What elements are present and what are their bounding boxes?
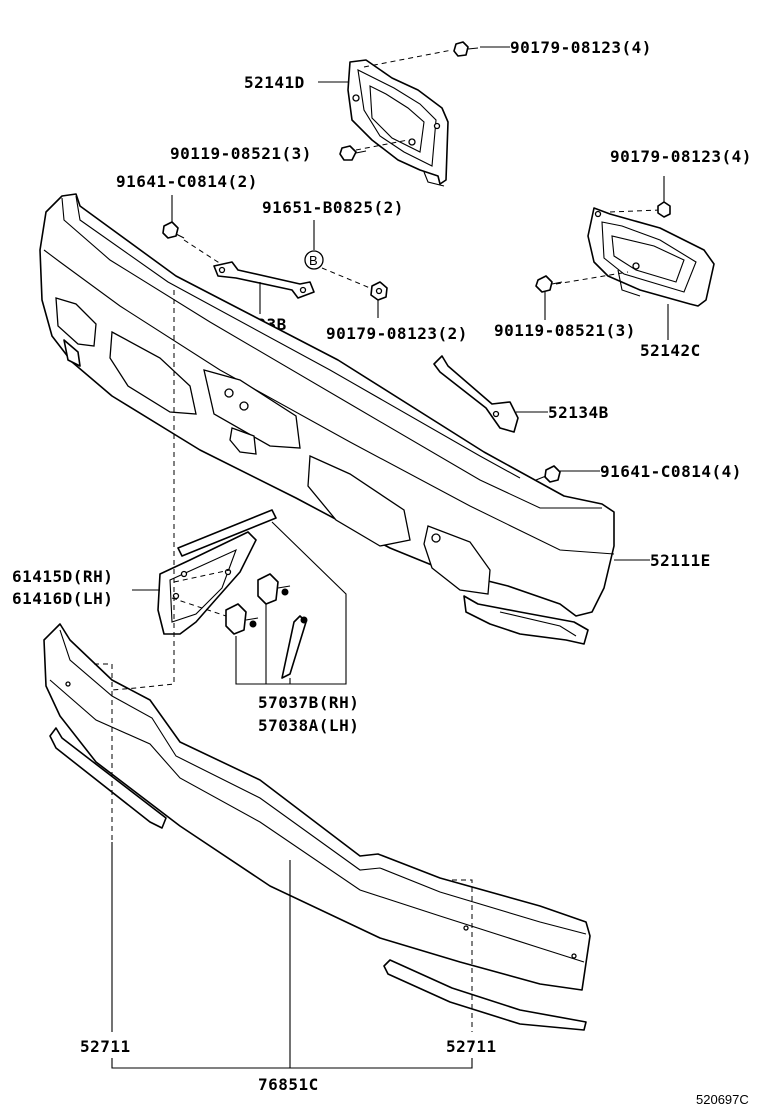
label-bracket-52142c: 52142C: [640, 341, 701, 360]
label-moulding-left: 52711: [80, 1037, 131, 1056]
label-moulding-right: 52711: [446, 1037, 497, 1056]
label-spoiler-76851c: 76851C: [258, 1075, 319, 1094]
moulding-52711-right: [383, 959, 587, 1031]
label-right-bolt-3: 90119-08521(3): [494, 321, 636, 340]
screw-icon: [162, 221, 185, 239]
bolt-icon: [535, 275, 563, 293]
label-bumper-cover-52111e: 52111E: [650, 551, 711, 570]
label-bracket-52141d: 52141D: [244, 73, 305, 92]
label-retainer-rh: 57037B(RH): [258, 693, 359, 712]
label-bolt-91651: 91651-B0825(2): [262, 198, 404, 217]
bumper-cover-52111e: [39, 193, 615, 645]
bolt-icon: [657, 176, 671, 218]
nut-icon: [370, 281, 388, 301]
label-stay-52134b: 52134B: [548, 403, 609, 422]
stay-52134b: [433, 355, 519, 433]
label-left-bolt-3: 90119-08521(3): [170, 144, 312, 163]
label-garnish-lh: 61416D(LH): [12, 589, 113, 608]
label-screw-91641-b: 91641-C0814(4): [600, 462, 742, 481]
retainer-57037b: [225, 573, 308, 679]
stay-52133b: [213, 261, 315, 299]
bracket-52141d: [347, 59, 449, 187]
spoiler-76851c: [43, 623, 591, 991]
label-retainer-lh: 57038A(LH): [258, 716, 359, 735]
label-right-bolt-4: 90179-08123(4): [610, 147, 752, 166]
diagram-ref-code: 520697C: [696, 1092, 749, 1107]
label-garnish-rh: 61415D(RH): [12, 567, 113, 586]
screw-icon: [535, 465, 561, 483]
bolt-icon: [453, 41, 479, 57]
bracket-52142c: [587, 207, 715, 307]
moulding-52711-left: [49, 727, 167, 829]
marker-b-icon: [304, 250, 324, 270]
label-screw-91641-a: 91641-C0814(2): [116, 172, 258, 191]
marker-b: B: [309, 253, 318, 268]
bolt-icon: [339, 145, 367, 161]
label-nut-2: 90179-08123(2): [326, 324, 468, 343]
garnish-61415d: [157, 509, 277, 635]
label-top-bolt: 90179-08123(4): [510, 38, 652, 57]
